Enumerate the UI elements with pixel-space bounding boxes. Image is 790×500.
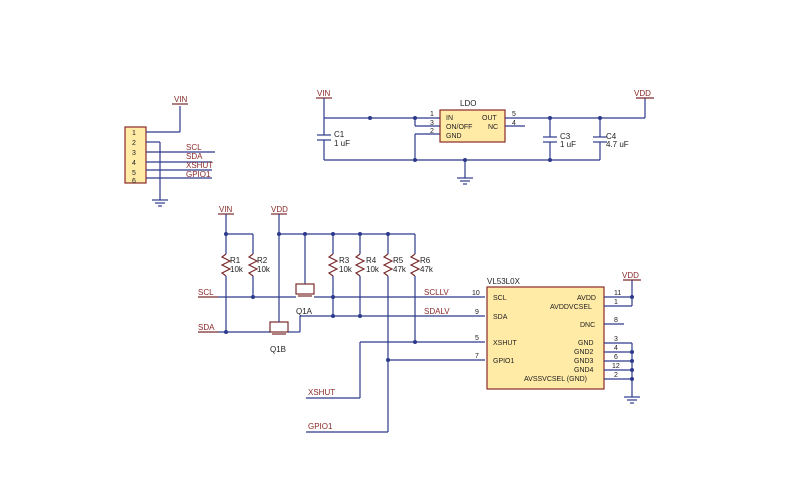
c4-value: 4.7 uF: [606, 140, 629, 149]
q1b-ref: Q1B: [270, 345, 286, 354]
sensor-num-9: 9: [475, 309, 479, 316]
ldo-num-3: 3: [430, 120, 434, 127]
r3-ref: R3: [339, 256, 350, 265]
sensor-pin-gnd2: GND2: [574, 349, 594, 356]
ldo-name: LDO: [460, 99, 476, 108]
ldo-vdd-label: VDD: [634, 89, 651, 98]
header-body: [124, 126, 147, 184]
ldo-pin-out: OUT: [482, 115, 498, 122]
sensor-num-7: 7: [475, 353, 479, 360]
q1a-ref: Q1A: [296, 307, 313, 316]
xshut-label: XSHUT: [308, 388, 335, 397]
sensor-pin-avddvcsel: AVDDVCSEL: [550, 304, 592, 311]
gpio1-label: GPIO1: [308, 422, 333, 431]
sensor-pin-avdd: AVDD: [577, 295, 596, 302]
c1-value: 1 uF: [334, 139, 350, 148]
resistor-r4: R4 10k: [354, 234, 380, 316]
resistor-r5: R5 47k: [382, 234, 407, 432]
ldo-num-1: 1: [430, 111, 434, 118]
scl-input-label: SCL: [198, 288, 214, 297]
sda-input-label: SDA: [198, 323, 215, 332]
sensor-pin-gpio1: GPIO1: [493, 358, 515, 365]
sensor-num-11: 11: [614, 290, 621, 297]
ldo-num-5: 5: [512, 111, 516, 118]
ldo-num-4: 4: [512, 120, 516, 127]
scllv-label: SCLLV: [424, 288, 449, 297]
ldo-pin-onoff: ON/OFF: [446, 124, 472, 131]
ldo-pin-gnd: GND: [446, 133, 462, 140]
r1-value: 10k: [230, 265, 244, 274]
c3-ref: C3: [560, 132, 571, 141]
c1-ref: C1: [334, 130, 345, 139]
r5-ref: R5: [393, 256, 404, 265]
header-xshut-label: XSHUT: [186, 161, 213, 170]
sensor-ground-icon: [624, 396, 640, 404]
sensor-num-4: 4: [614, 345, 618, 352]
sensor-pin-dnc: DNC: [580, 322, 595, 329]
ldo-vin-label: VIN: [317, 89, 331, 98]
sensor-vdd-label: VDD: [622, 271, 639, 280]
header-scl-label: SCL: [186, 143, 202, 152]
header-pin-5: 5: [132, 170, 136, 177]
r4-value: 10k: [366, 265, 380, 274]
sensor-pin-gnd: GND: [578, 340, 594, 347]
header-pin-1: 1: [132, 130, 136, 137]
header-ground-icon: [152, 199, 168, 207]
sensor-pin-avssvcsel: AVSSVCSEL (GND): [524, 376, 587, 383]
sensor-num-6: 6: [614, 354, 618, 361]
r5-value: 47k: [393, 265, 407, 274]
r2-value: 10k: [257, 265, 271, 274]
mosfet-q1a: Q1A: [295, 234, 315, 316]
sensor-pin-gnd4: GND4: [574, 367, 594, 374]
sensor-pin-gnd3: GND3: [574, 358, 594, 365]
sdalv-label: SDALV: [424, 307, 450, 316]
sensor-num-1: 1: [614, 299, 618, 306]
ldo-pin-in: IN: [446, 115, 453, 122]
resistor-r2: R2 10k: [247, 234, 271, 297]
c4-ref: C4: [606, 132, 617, 141]
sensor-num-3: 3: [614, 336, 618, 343]
level-shifter-section: VIN VDD R1 10k R2 10k: [198, 205, 485, 433]
pullup-vdd-label: VDD: [271, 205, 288, 214]
mosfet-q1b: Q1B: [269, 234, 289, 354]
header-connector: 1 2 3 4 5 6 VIN SCL SDA XSHUT GPIO1: [124, 95, 215, 207]
resistor-r1: R1 10k: [220, 234, 244, 332]
sensor-num-5: 5: [475, 335, 479, 342]
r3-value: 10k: [339, 265, 353, 274]
ldo-num-2: 2: [430, 128, 434, 135]
vl53l0x-ic: [486, 286, 605, 390]
sensor-pin-sda: SDA: [493, 314, 508, 321]
r4-ref: R4: [366, 256, 377, 265]
ldo-pin-nc: NC: [488, 124, 498, 131]
sensor-num-12: 12: [612, 363, 620, 370]
header-vin-label: VIN: [174, 95, 188, 104]
header-pin-2: 2: [132, 140, 136, 147]
r2-ref: R2: [257, 256, 268, 265]
resistor-r3: R3 10k: [327, 234, 353, 297]
sensor-pin-scl: SCL: [493, 295, 507, 302]
ldo-section: VIN C1 1 uF LDO IN ON/OFF GND OUT NC 1 3…: [316, 89, 654, 185]
ldo-ic: [439, 109, 506, 143]
pullup-vin-label: VIN: [219, 205, 233, 214]
r6-ref: R6: [420, 256, 431, 265]
header-pin-3: 3: [132, 150, 136, 157]
r6-value: 47k: [420, 265, 434, 274]
header-gpio1-label: GPIO1: [186, 170, 211, 179]
r1-ref: R1: [230, 256, 241, 265]
vl53l0x-name: VL53L0X: [487, 277, 521, 286]
sensor-pin-xshut: XSHUT: [493, 340, 517, 347]
ldo-ground-icon: [457, 177, 473, 185]
c3-value: 1 uF: [560, 140, 576, 149]
header-sda-label: SDA: [186, 152, 203, 161]
resistor-r6: R6 47k: [409, 234, 434, 342]
vl53l0x-section: VL53L0X SCL SDA XSHUT GPIO1 10 9 5 7 AVD…: [472, 271, 641, 404]
header-pin-6: 6: [132, 178, 136, 185]
sensor-num-2: 2: [614, 372, 618, 379]
sensor-num-10: 10: [472, 290, 480, 297]
header-pin-4: 4: [132, 160, 136, 167]
sensor-num-8: 8: [614, 317, 618, 324]
